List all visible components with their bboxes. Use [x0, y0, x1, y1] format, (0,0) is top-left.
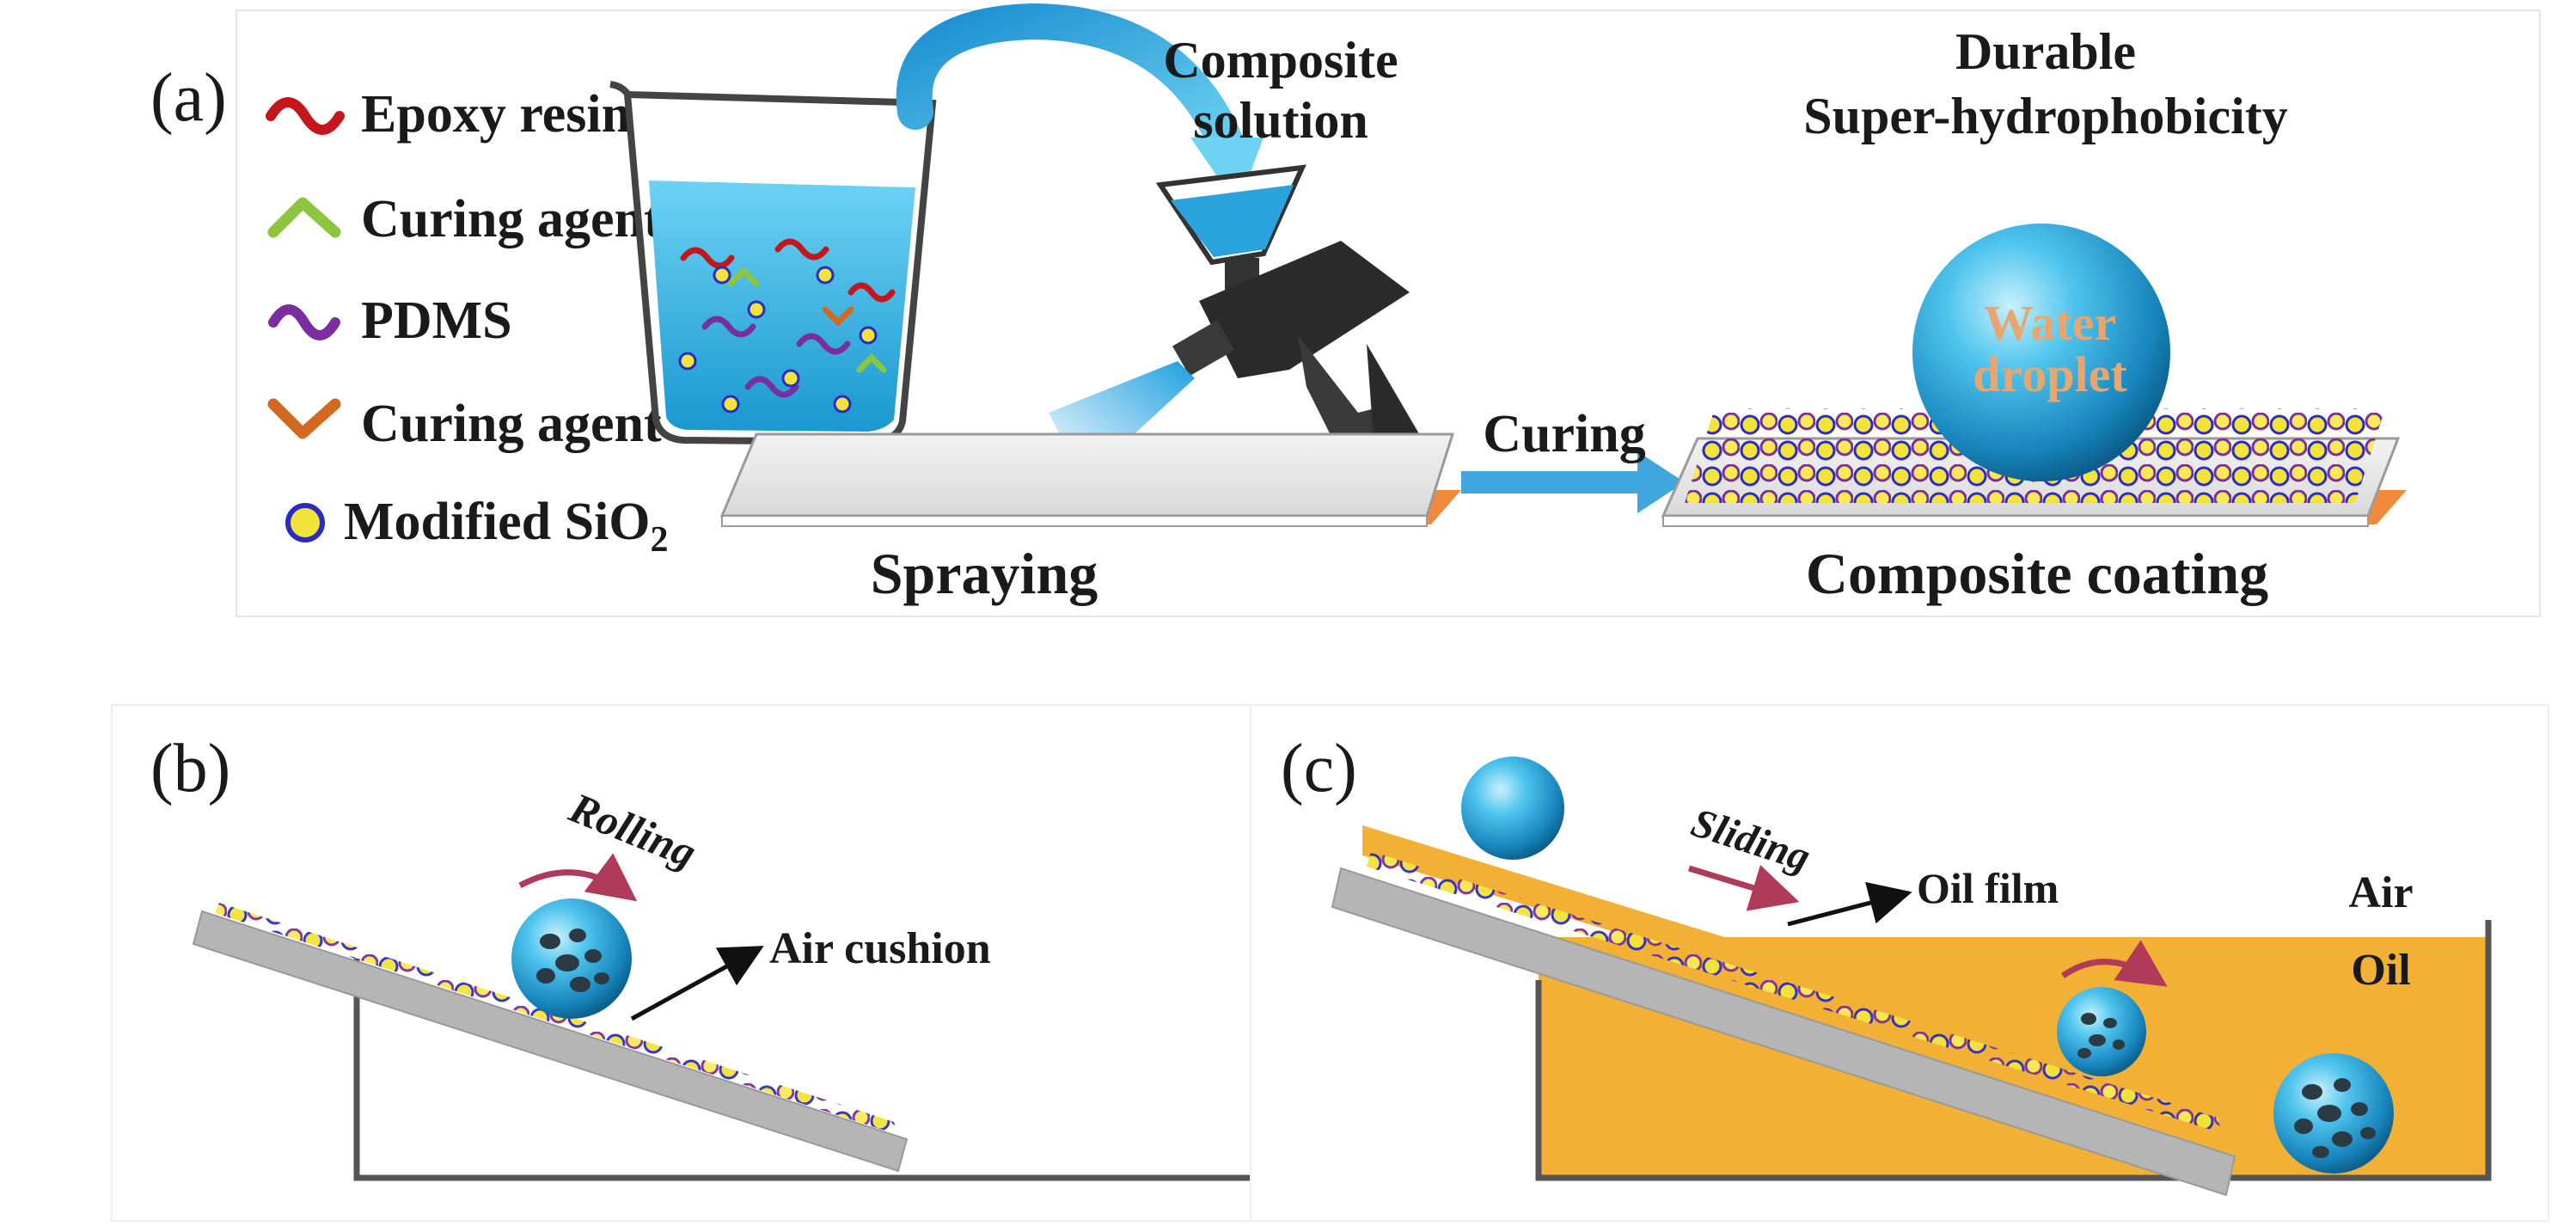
- orange-chevron-icon: [267, 398, 341, 439]
- beaker-liquid: [649, 181, 915, 432]
- panel-a-letter: (a): [150, 60, 227, 136]
- legend: Epoxy resin Curing agent PDMS Curing age…: [266, 85, 669, 560]
- rolling-droplet-b: [511, 898, 632, 1019]
- legend-curing-agent-1: Curing agent: [361, 190, 662, 248]
- panel-c-letter: (c): [1281, 731, 1357, 806]
- durable-line1: Durable: [1955, 23, 2136, 80]
- rolling-droplet-c: [2057, 987, 2146, 1076]
- pour-arrow: [896, 3, 1264, 206]
- rolling-arrow-icon: [518, 853, 638, 902]
- purple-wave-icon: [268, 304, 340, 340]
- composite-solution-line2: solution: [1193, 92, 1368, 149]
- tilted-substrate-c: [1331, 825, 2236, 1197]
- curing-arrow: [1461, 451, 1685, 513]
- sliding-droplet-c: [1461, 757, 1564, 860]
- droplet-label-line1: Water: [1984, 295, 2117, 351]
- panel-a: (a) Epoxy resin Curing agent PDMS Curing…: [150, 3, 2541, 617]
- panel-b: (b) Rolling Air cushion: [111, 704, 1267, 1222]
- container-c: [1535, 920, 2492, 1181]
- beaker-molecules: [680, 238, 896, 398]
- curing-label: Curing: [1483, 405, 1645, 463]
- water-droplet: Water droplet: [1912, 224, 2170, 481]
- air-label: Air: [2348, 868, 2413, 917]
- spraying-label: Spraying: [871, 541, 1098, 606]
- sunk-droplet-c: [2273, 1053, 2394, 1174]
- durable-line2: Super-hydrophobicity: [1803, 88, 2287, 144]
- composite-coating-label: Composite coating: [1806, 541, 2268, 606]
- oil-film: [1362, 825, 2226, 1118]
- oil-film-label: Oil film: [1917, 864, 2059, 912]
- spraying-substrate: [719, 432, 1461, 527]
- legend-curing-agent-2: Curing agent: [361, 395, 662, 453]
- panel-c: (c) Sliding Oil film Air Oil: [1250, 704, 2549, 1222]
- sliding-arrow-icon: [1687, 864, 1800, 911]
- droplet-label-line2: droplet: [1973, 346, 2127, 402]
- air-cushion-pointer: [630, 946, 764, 1021]
- air-cushion-label: Air cushion: [769, 924, 991, 973]
- red-wave-icon: [266, 97, 345, 135]
- composite-solution-line1: Composite: [1163, 32, 1398, 89]
- rolling-arrow-c-icon: [2060, 940, 2168, 987]
- beaker-spout: [609, 81, 633, 99]
- panel-b-letter: (b): [150, 731, 230, 806]
- tilted-substrate-b: [192, 903, 909, 1173]
- legend-pdms: PDMS: [361, 291, 512, 350]
- oil-label: Oil: [2351, 946, 2410, 995]
- legend-epoxy-resin: Epoxy resin: [361, 85, 631, 144]
- beaker-particles: [678, 266, 878, 414]
- spray-gun-body: [1199, 241, 1410, 378]
- green-chevron-icon: [267, 197, 341, 238]
- yellow-particle-icon: [285, 503, 325, 542]
- oil-film-pointer: [1787, 881, 1912, 927]
- legend-modified-sio2: Modified SiO2: [344, 493, 669, 560]
